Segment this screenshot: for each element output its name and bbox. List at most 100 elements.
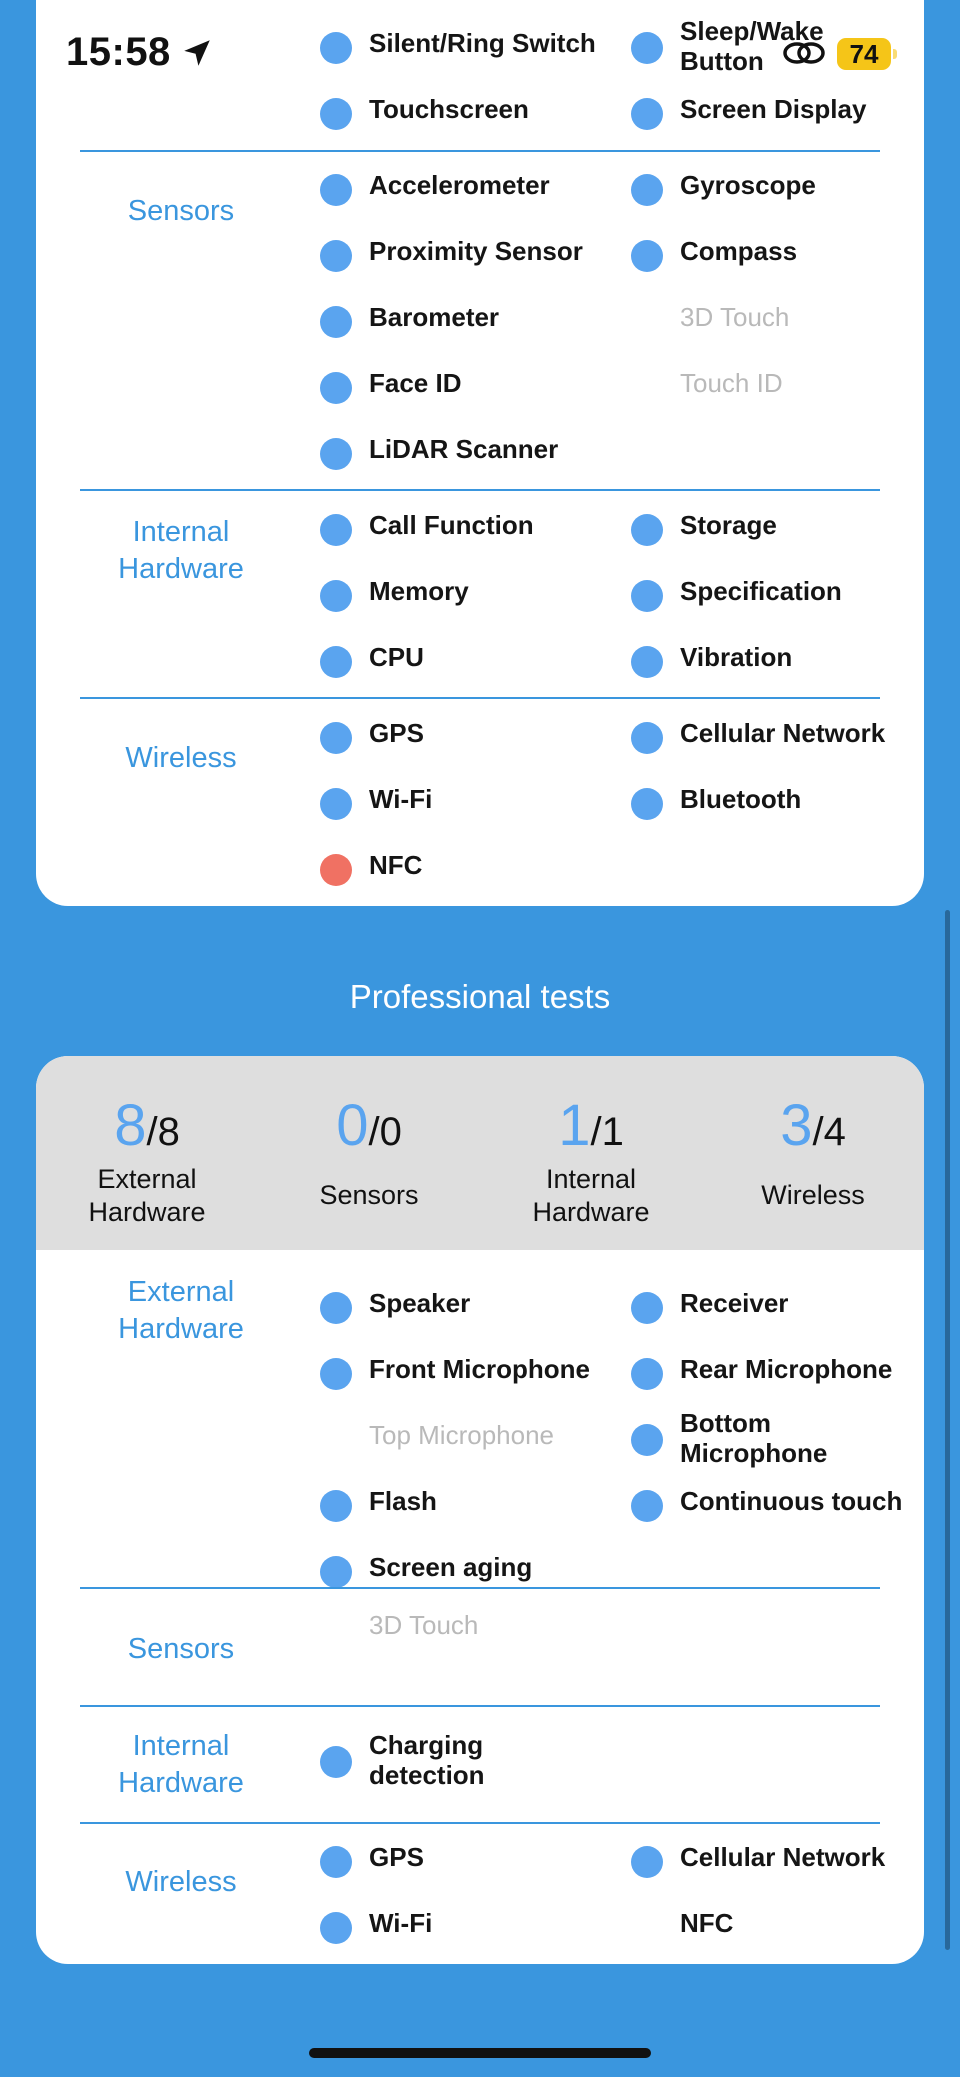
status-dot (631, 646, 663, 678)
test-label: Touch ID (680, 368, 783, 398)
test-label: Charging detection (369, 1730, 485, 1790)
label-line: Internal (132, 516, 230, 548)
passed-count: 1 (558, 1093, 591, 1158)
status-time: 15:58 (66, 30, 171, 74)
fail-dot (320, 854, 352, 886)
scrollbar[interactable] (945, 910, 950, 1950)
test-label: Bottom Microphone (680, 1408, 828, 1468)
status-dot (320, 438, 352, 470)
test-label: Accelerometer (369, 170, 550, 200)
status-dot (320, 1490, 352, 1522)
status-dot (631, 514, 663, 546)
status-dot (320, 788, 352, 820)
test-label: Rear Microphone (680, 1354, 893, 1384)
test-label: Front Microphone (369, 1354, 590, 1384)
status-bar: 15:58 74 (0, 0, 960, 110)
status-dot (631, 32, 663, 64)
total-count: /4 (812, 1110, 846, 1154)
passed-count: 0 (336, 1093, 369, 1158)
passed-count: 3 (780, 1093, 813, 1158)
test-label: GPS (369, 1842, 424, 1872)
total-count: /8 (146, 1110, 180, 1154)
test-label: LiDAR Scanner (369, 434, 559, 464)
status-dot (631, 240, 663, 272)
test-label: Memory (369, 576, 469, 606)
test-label: Silent/Ring Switch (369, 28, 596, 58)
section-label-internal-hardware: Internal Hardware (56, 1728, 306, 1802)
test-label: Vibration (680, 642, 793, 672)
test-label: Cellular Network (680, 718, 886, 748)
test-label: Compass (680, 236, 798, 266)
section-label-wireless: Wireless (125, 742, 237, 774)
summary-bar: 8/8 External Hardware 0/0 Sensors 1/1 In… (36, 1056, 924, 1250)
test-label: NFC (680, 1908, 734, 1938)
test-label: CPU (369, 642, 424, 672)
basic-tests-card: Silent/Ring Switch Sleep/Wake Button Tou… (36, 0, 924, 906)
divider (80, 697, 880, 699)
status-dot (631, 722, 663, 754)
label-line: Hardware (118, 553, 244, 585)
status-dot (320, 174, 352, 206)
status-dot (631, 98, 663, 130)
external-hardware-section: Silent/Ring Switch Sleep/Wake Button Tou… (36, 0, 924, 150)
total-count: /1 (590, 1110, 624, 1154)
test-label: Call Function (369, 510, 534, 540)
test-label: Cellular Network (680, 1842, 886, 1872)
status-dot (631, 1424, 663, 1456)
test-label: NFC (369, 850, 423, 880)
battery-indicator: 74 (837, 38, 891, 70)
test-label: Wi-Fi (369, 1908, 433, 1938)
status-dot (320, 722, 352, 754)
test-label: Flash (369, 1486, 437, 1516)
section-label-wireless: Wireless (125, 1866, 237, 1898)
summary-label: External (97, 1164, 197, 1194)
section-heading-professional: Professional tests (349, 978, 611, 1015)
test-label: Receiver (680, 1288, 789, 1318)
test-label: Screen Display (680, 94, 867, 124)
test-label: GPS (369, 718, 424, 748)
divider (80, 150, 880, 152)
status-dot (320, 514, 352, 546)
test-label: Screen aging (369, 1552, 533, 1582)
professional-tests-card: 8/8 External Hardware 0/0 Sensors 1/1 In… (36, 1056, 924, 1964)
test-label: Specification (680, 576, 842, 606)
status-dot (320, 372, 352, 404)
link-icon (783, 42, 825, 64)
test-label: Face ID (369, 368, 462, 398)
section-label-sensors: Sensors (127, 195, 235, 227)
summary-internal-hardware[interactable]: 1/1 Internal Hardware (480, 1096, 702, 1228)
test-label: Barometer (369, 302, 500, 332)
divider (80, 1587, 880, 1589)
summary-label: Sensors (319, 1180, 419, 1210)
section-label-internal-hardware: Internal Hardware (56, 514, 306, 588)
test-label: Continuous touch (680, 1486, 903, 1516)
test-label: Storage (680, 510, 777, 540)
test-label: Touchscreen (369, 94, 529, 124)
status-dot (631, 788, 663, 820)
status-dot (320, 32, 352, 64)
summary-sensors[interactable]: 0/0 Sensors (258, 1096, 480, 1211)
label-line: Hardware (118, 1767, 244, 1799)
test-label: Wi-Fi (369, 784, 433, 814)
summary-label: Hardware (88, 1197, 206, 1227)
test-label: 3D Touch (680, 302, 790, 332)
divider (80, 1822, 880, 1824)
status-dot (631, 174, 663, 206)
test-label: Sleep/Wake Button (680, 16, 824, 76)
status-dot (320, 1292, 352, 1324)
home-indicator[interactable] (309, 2048, 651, 2058)
status-dot (320, 306, 352, 338)
status-dot (320, 1912, 352, 1944)
status-dot (320, 580, 352, 612)
label-line: External (127, 1276, 235, 1308)
test-label: Proximity Sensor (369, 236, 583, 266)
summary-label: Wireless (761, 1180, 865, 1210)
battery-tip (893, 49, 897, 59)
status-dot (320, 1846, 352, 1878)
passed-count: 8 (114, 1093, 147, 1158)
summary-external-hardware[interactable]: 8/8 External Hardware (36, 1096, 258, 1228)
label-line: Hardware (118, 1313, 244, 1345)
test-label: Gyroscope (680, 170, 816, 200)
summary-wireless[interactable]: 3/4 Wireless (702, 1096, 924, 1211)
total-count: /0 (368, 1110, 402, 1154)
